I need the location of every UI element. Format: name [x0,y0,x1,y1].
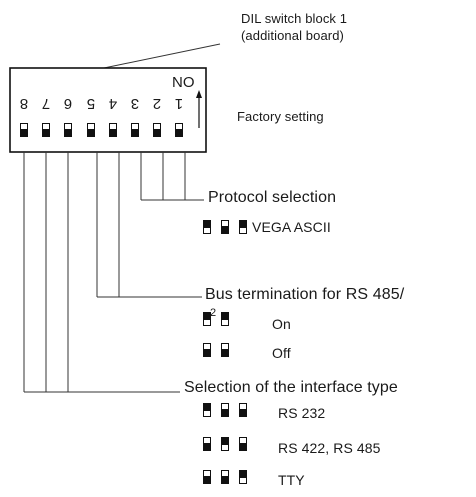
block-switch-1 [175,123,183,138]
protocol-option-label: VEGA ASCII [252,219,331,235]
sw-if-2-switch-3 [239,470,247,485]
sw-protocol-0-switch-2 [221,220,229,235]
protocol-title: Protocol selection [208,189,337,206]
bus-overlay-digit: 2 [210,307,217,319]
block-switch-2 [153,123,161,138]
switch-number-1: 1 [174,95,184,112]
block-switch-3 [131,123,139,138]
sw-if-0-switch-2 [221,403,229,418]
block-switch-4 [109,123,117,138]
sw-if-1-switch-1 [203,437,211,452]
sw-if-2-switch-2 [221,470,229,485]
sw-protocol-0-switch-1 [203,220,211,235]
sw-if-1-switch-2 [221,437,229,452]
sw-bus-0-switch-2 [221,312,229,327]
switch-number-4: 4 [108,95,118,112]
switch-number-3: 3 [130,95,140,112]
interface-title: Selection of the interface type [184,379,398,396]
interface-option-tty-label: TTY [278,472,305,488]
bus-option-on-label: On [272,316,291,332]
switch-number-2: 2 [152,95,162,112]
block-switch-8 [20,123,28,138]
switch-number-6: 6 [63,95,73,112]
sw-if-0-switch-3 [239,403,247,418]
bus-title: Bus termination for RS 485/ [205,286,405,303]
block-title-line-2: (additional board) [241,28,344,43]
interface-option-rs232-label: RS 232 [278,405,326,421]
sw-bus-0-switch-1 [203,312,211,327]
sw-if-0-switch-1 [203,403,211,418]
factory-setting-label: Factory setting [237,109,324,124]
switch-number-8: 8 [19,95,29,112]
block-on-label: NO [172,74,195,91]
sw-bus-1-switch-1 [203,343,211,358]
block-switch-5 [87,123,95,138]
interface-option-rs422-label: RS 422, RS 485 [278,440,381,456]
block-switch-6 [64,123,72,138]
sw-bus-1-switch-2 [221,343,229,358]
block-switch-7 [42,123,50,138]
block-title-line-1: DIL switch block 1 [241,11,348,26]
switch-number-5: 5 [86,95,96,112]
switch-number-7: 7 [41,95,51,112]
sw-if-1-switch-3 [239,437,247,452]
sw-protocol-0-switch-3 [239,220,247,235]
sw-if-2-switch-1 [203,470,211,485]
bus-option-off-label: Off [272,345,291,361]
